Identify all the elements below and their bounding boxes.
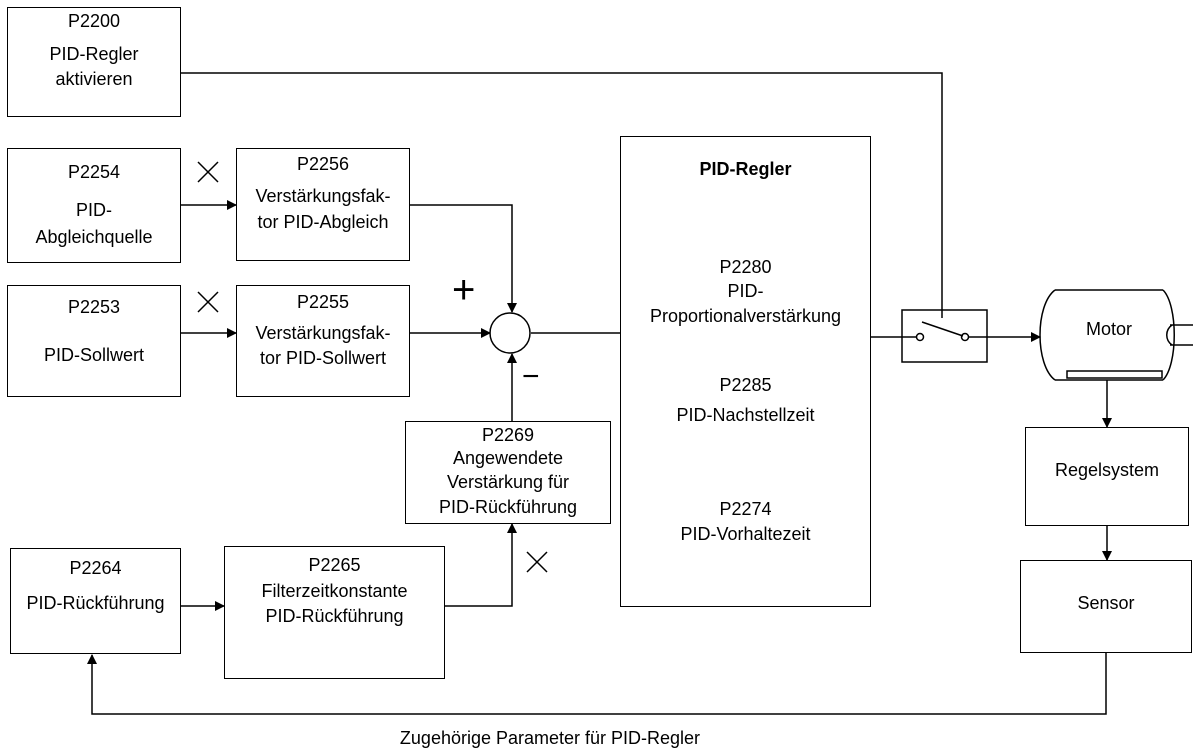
pid-p2285-code: P2285 — [719, 375, 772, 395]
block-p2269-line1: Angewendete — [452, 448, 564, 468]
block-p2200-line1: PID-Regler — [49, 44, 139, 64]
switch-contact — [960, 332, 970, 342]
block-p2255-line1: Verstärkungsfak- — [255, 323, 391, 343]
pid-title: PID-Regler — [699, 159, 792, 179]
motor-body — [1055, 289, 1163, 381]
multiply-icon — [197, 161, 219, 183]
block-p2254-line2: Abgleichquelle — [35, 227, 153, 247]
block-p2255-code: P2255 — [296, 292, 350, 312]
arrow-2256-sum — [410, 204, 517, 313]
enable-line — [181, 72, 943, 318]
plus-sign: + — [452, 268, 476, 312]
feedback-line — [87, 653, 1107, 715]
regelsystem-label: Regelsystem — [1054, 460, 1160, 480]
pid-p2280-code: P2280 — [719, 257, 772, 277]
pid-p2285-line1: PID-Nachstellzeit — [676, 405, 815, 425]
motor-shaft — [1170, 324, 1193, 346]
multiply-icon — [197, 291, 219, 313]
switch-box — [901, 309, 988, 363]
block-p2256-code: P2256 — [296, 154, 350, 174]
block-p2265-code: P2265 — [308, 555, 361, 575]
block-p2256-line2: tor PID-Abgleich — [257, 212, 389, 232]
block-p2269 — [405, 421, 611, 524]
block-p2254-code: P2254 — [67, 162, 121, 182]
motor-label: Motor — [1085, 319, 1132, 339]
switch-lever — [921, 321, 964, 337]
minus-sign: − — [522, 360, 540, 393]
block-regelsystem — [1025, 427, 1189, 526]
switch-contact — [915, 332, 925, 342]
block-p2253 — [7, 285, 181, 397]
block-p2265 — [224, 546, 445, 679]
block-p2269-line2: Verstärkung für — [446, 472, 570, 492]
block-sensor — [1020, 560, 1192, 653]
block-p2253-code: P2253 — [67, 297, 121, 317]
block-p2200-code: P2200 — [67, 11, 121, 31]
diagram-caption: Zugehörige Parameter für PID-Regler — [399, 728, 701, 748]
block-p2265-line1: Filterzeitkonstante — [261, 581, 408, 601]
summing-junction — [489, 312, 531, 354]
pid-p2280-line1: PID- — [727, 281, 764, 301]
block-p2264-code: P2264 — [69, 558, 122, 578]
pid-p2274-line1: PID-Vorhaltezeit — [680, 524, 811, 544]
block-p2269-code: P2269 — [481, 425, 535, 445]
pid-p2280-line2: Proportionalverstärkung — [649, 306, 842, 326]
pid-p2274-code: P2274 — [719, 499, 772, 519]
block-p2264-line1: PID-Rückführung — [26, 593, 165, 613]
motor-body — [1162, 289, 1175, 381]
motor-body — [1039, 289, 1056, 381]
block-p2269-line3: PID-Rückführung — [438, 497, 578, 517]
arrow-2265-2269 — [445, 523, 517, 607]
motor-base — [1066, 370, 1163, 379]
block-p2255-line2: tor PID-Sollwert — [259, 348, 387, 368]
block-p2200-line2: aktivieren — [55, 69, 133, 89]
block-pid-regler — [620, 136, 871, 607]
block-p2255 — [236, 285, 410, 397]
block-p2254 — [7, 148, 181, 263]
motor-shaft — [1166, 324, 1173, 346]
block-p2253-line1: PID-Sollwert — [43, 345, 145, 365]
block-p2254-line1: PID- — [76, 200, 112, 220]
block-p2200 — [7, 7, 181, 117]
multiply-icon — [526, 551, 548, 573]
sensor-label: Sensor — [1077, 593, 1135, 613]
block-p2256-line1: Verstärkungsfak- — [255, 186, 391, 206]
block-p2264 — [10, 548, 181, 654]
block-p2265-line2: PID-Rückführung — [265, 606, 404, 626]
block-p2256 — [236, 148, 410, 261]
